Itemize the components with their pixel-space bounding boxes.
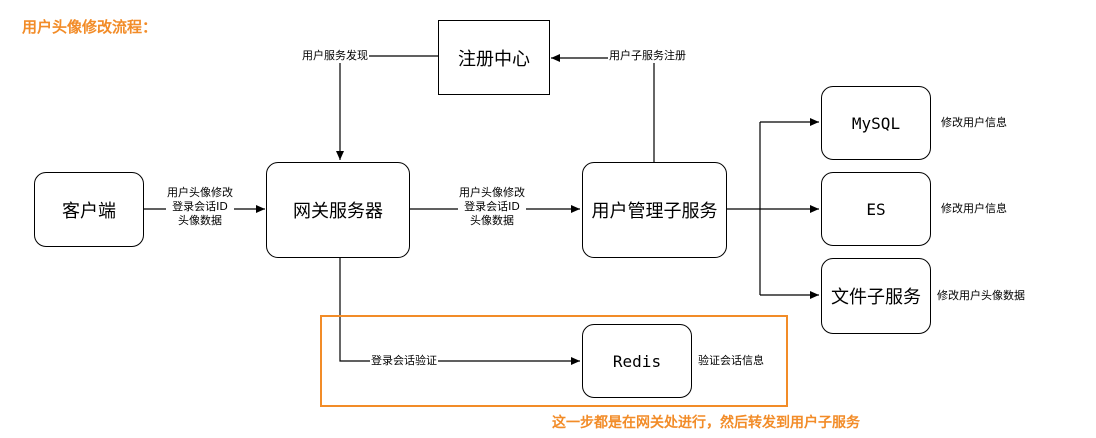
highlight-note: 这一步都是在网关处进行，然后转发到用户子服务 <box>552 415 860 431</box>
mysql-label: MySQL <box>851 113 901 133</box>
gateway-highlight-region <box>320 315 788 407</box>
diagram-title: 用户头像修改流程： <box>22 18 158 36</box>
mysql-node: MySQL <box>821 86 931 160</box>
gateway-node: 网关服务器 <box>266 162 410 258</box>
edge-label-client-gateway-line-2: 登录会话ID <box>172 200 228 213</box>
edge-user-register <box>551 54 655 162</box>
client-node: 客户端 <box>34 172 144 247</box>
registry-node: 注册中心 <box>438 20 550 95</box>
edge-label-client-gateway: 用户头像修改 登录会话ID 头像数据 <box>166 186 234 228</box>
es-label: ES <box>866 199 886 219</box>
file-service-node: 文件子服务 <box>821 258 931 334</box>
redis-node: Redis <box>582 324 692 398</box>
annotation-redis: 验证会话信息 <box>697 354 765 368</box>
edge-gateway-redis <box>339 258 580 365</box>
edge-label-gateway-user-line-3: 头像数据 <box>470 214 514 227</box>
gateway-label: 网关服务器 <box>293 201 383 222</box>
edge-label-client-gateway-line-3: 头像数据 <box>178 214 222 227</box>
redis-label: Redis <box>612 351 662 371</box>
user-service-label: 用户管理子服务 <box>591 201 718 222</box>
user-service-node: 用户管理子服务 <box>582 162 727 258</box>
edge-label-client-gateway-line-1: 用户头像修改 <box>167 186 233 199</box>
registry-label: 注册中心 <box>458 48 530 70</box>
client-label: 客户端 <box>62 200 116 222</box>
file-service-label: 文件子服务 <box>831 287 921 308</box>
edge-label-gateway-discovery: 用户服务发现 <box>301 49 369 63</box>
edge-label-user-register: 用户子服务注册 <box>608 49 687 63</box>
es-node: ES <box>821 172 931 246</box>
annotation-es: 修改用户信息 <box>940 202 1008 216</box>
edge-label-gateway-user: 用户头像修改 登录会话ID 头像数据 <box>458 186 526 228</box>
annotation-file-service: 修改用户头像数据 <box>936 289 1026 303</box>
annotation-mysql: 修改用户信息 <box>940 116 1008 130</box>
edge-gateway-discovery <box>336 55 438 160</box>
edge-label-gateway-redis: 登录会话验证 <box>370 354 438 368</box>
edge-label-gateway-user-line-2: 登录会话ID <box>464 200 520 213</box>
edge-label-gateway-user-line-1: 用户头像修改 <box>459 186 525 199</box>
